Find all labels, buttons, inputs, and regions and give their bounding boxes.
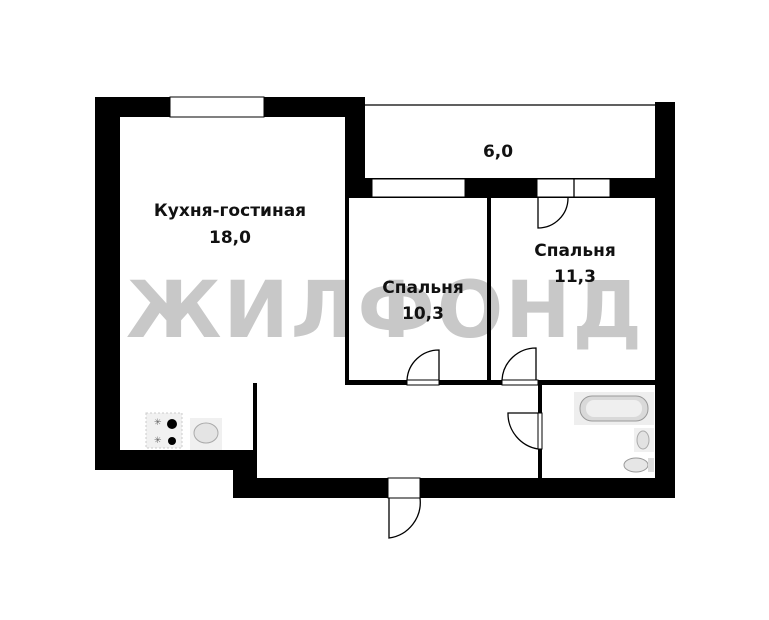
- room-name-bedroom-1: Спальня: [382, 278, 464, 298]
- room-area-bedroom-2: 11,3: [554, 267, 596, 287]
- windows: [169, 96, 611, 198]
- room-name-bedroom-2: Спальня: [534, 241, 616, 261]
- doors: [387, 197, 569, 539]
- walls: [95, 97, 675, 498]
- room-labels: Кухня-гостиная 18,0 6,0 Спальня 10,3 Спа…: [154, 142, 616, 324]
- washbasin-icon: [634, 428, 654, 452]
- svg-text:✳: ✳: [154, 436, 162, 446]
- svg-text:✳: ✳: [154, 418, 162, 428]
- window: [169, 96, 265, 118]
- room-name-kitchen-living: Кухня-гостиная: [154, 201, 306, 221]
- bathtub-icon: [574, 392, 654, 425]
- watermark: ЖИЛФОНД: [126, 266, 644, 356]
- stove-icon: ✳ ✳: [145, 412, 183, 449]
- room-area-balcony: 6,0: [483, 142, 513, 162]
- room-area-bedroom-1: 10,3: [402, 304, 444, 324]
- window: [371, 178, 466, 198]
- sink-icon: [190, 418, 222, 450]
- room-area-kitchen-living: 18,0: [209, 228, 251, 248]
- toilet-icon: [623, 457, 654, 473]
- fixtures: ✳ ✳: [145, 392, 654, 473]
